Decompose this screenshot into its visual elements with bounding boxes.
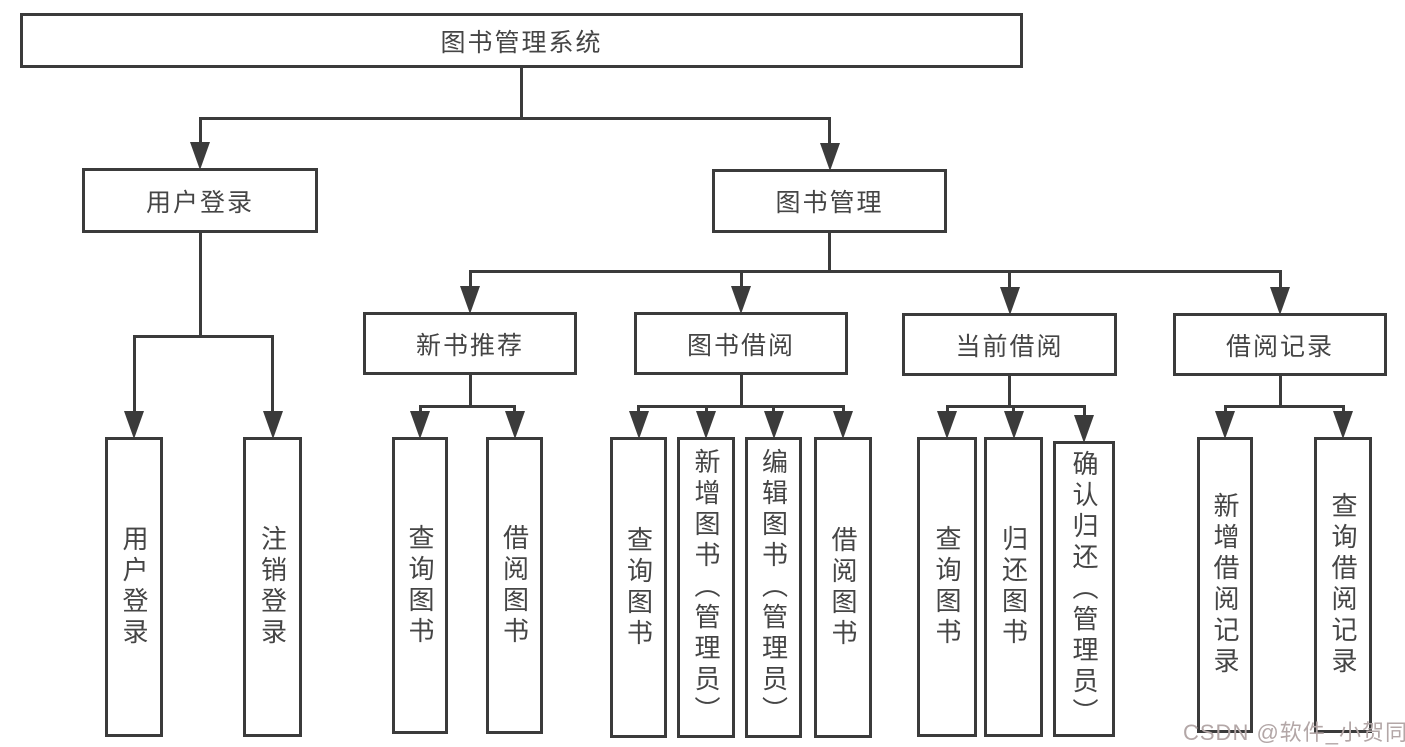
arrowhead-icon bbox=[1074, 415, 1094, 443]
arrowhead-icon bbox=[410, 411, 430, 439]
node-bor_add: 新增图书（管理员） bbox=[677, 437, 735, 738]
connector-stem bbox=[1008, 374, 1011, 406]
node-current: 当前借阅 bbox=[902, 313, 1117, 376]
connector-drop bbox=[739, 270, 743, 292]
arrowhead-icon bbox=[1003, 411, 1024, 439]
arrowhead-icon bbox=[504, 411, 525, 439]
connector-rail bbox=[418, 405, 516, 408]
connector-drop bbox=[1082, 405, 1086, 421]
node-recd_add: 新增借阅记录 bbox=[1197, 437, 1253, 733]
connector-drop bbox=[1278, 270, 1282, 293]
node-login_in: 用户登录 bbox=[105, 437, 163, 737]
connector-stem bbox=[520, 66, 523, 118]
arrowhead-icon bbox=[696, 411, 716, 439]
connector-drop bbox=[828, 117, 831, 149]
connector-rail bbox=[637, 405, 845, 408]
node-root: 图书管理系统 bbox=[20, 13, 1023, 68]
connector-drop bbox=[1008, 270, 1011, 293]
connector-stem bbox=[468, 373, 472, 406]
connector-drop bbox=[271, 335, 274, 417]
arrowhead-icon bbox=[124, 411, 144, 439]
node-bor_q: 查询图书 bbox=[610, 437, 667, 738]
arrowhead-icon bbox=[262, 411, 283, 439]
arrowhead-icon bbox=[460, 286, 480, 314]
arrowhead-icon bbox=[999, 287, 1020, 315]
connector-stem bbox=[198, 231, 202, 336]
connector-rail bbox=[132, 335, 274, 338]
arrowhead-icon bbox=[763, 411, 784, 439]
arrowhead-icon bbox=[628, 411, 649, 439]
node-cur_ret: 归还图书 bbox=[984, 437, 1043, 737]
arrowhead-icon bbox=[731, 286, 751, 314]
connector-stem bbox=[828, 231, 831, 271]
node-bor_b: 借阅图书 bbox=[814, 437, 872, 738]
arrowhead-icon bbox=[819, 143, 840, 171]
node-bor_edit: 编辑图书（管理员） bbox=[745, 437, 802, 738]
node-login_out: 注销登录 bbox=[243, 437, 302, 737]
arrowhead-icon bbox=[937, 411, 957, 439]
node-rec: 新书推荐 bbox=[363, 312, 577, 375]
node-rec_b: 借阅图书 bbox=[486, 437, 543, 734]
connector-rail bbox=[1223, 405, 1345, 408]
connector-drop bbox=[198, 117, 202, 148]
connector-drop bbox=[132, 335, 136, 417]
arrowhead-icon bbox=[1333, 411, 1353, 439]
arrowhead-icon bbox=[1215, 411, 1235, 439]
connector-rail bbox=[945, 405, 1086, 408]
arrowhead-icon bbox=[833, 411, 853, 439]
connector-rail bbox=[468, 270, 1282, 273]
node-mgmt: 图书管理 bbox=[712, 169, 947, 233]
node-records: 借阅记录 bbox=[1173, 313, 1387, 376]
connector-stem bbox=[739, 373, 743, 406]
arrowhead-icon bbox=[190, 142, 210, 170]
connector-rail bbox=[198, 117, 831, 120]
connector-drop bbox=[468, 270, 472, 292]
node-recd_q: 查询借阅记录 bbox=[1314, 437, 1372, 733]
node-borrow: 图书借阅 bbox=[634, 312, 848, 375]
connector-stem bbox=[1278, 374, 1282, 406]
node-cur_conf: 确认归还（管理员） bbox=[1053, 441, 1115, 737]
node-rec_q: 查询图书 bbox=[392, 437, 448, 734]
node-cur_q: 查询图书 bbox=[917, 437, 977, 737]
arrowhead-icon bbox=[1270, 287, 1290, 315]
watermark: CSDN @软件_小贺同学 bbox=[1183, 720, 1405, 745]
node-login: 用户登录 bbox=[82, 168, 318, 233]
